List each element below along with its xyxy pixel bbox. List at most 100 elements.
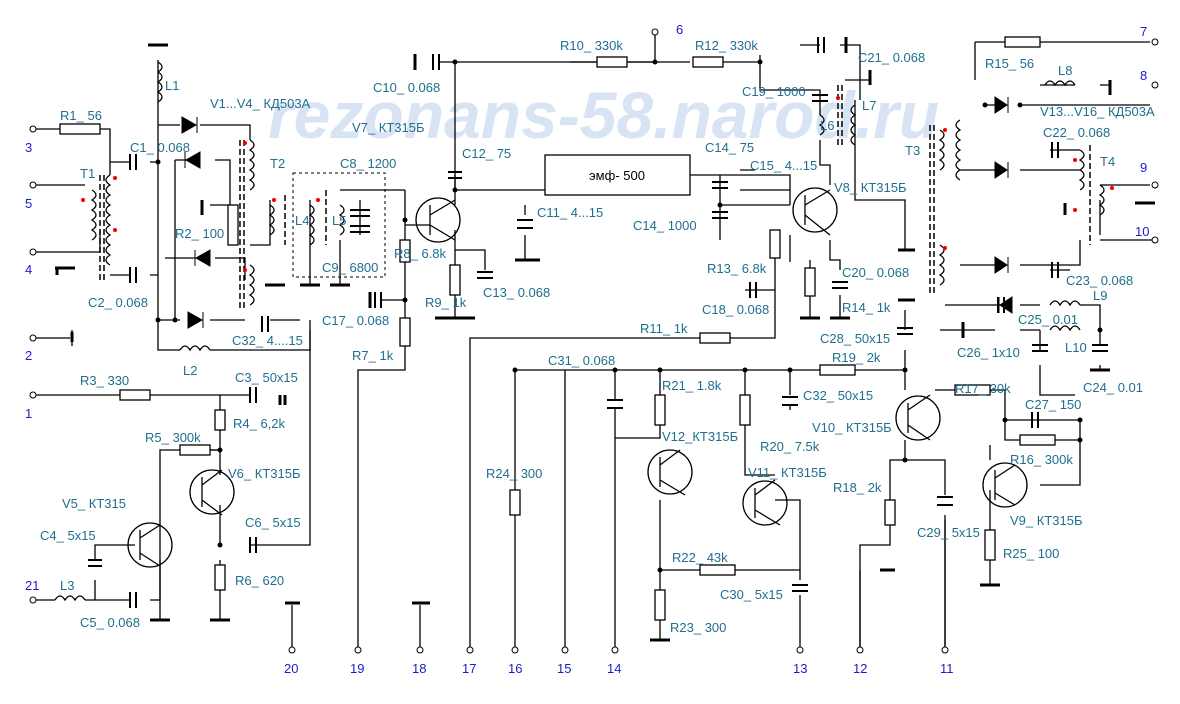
label-c21: C21_ 0.068 (858, 50, 925, 65)
pin-2: 2 (25, 348, 32, 363)
pin-11: 11 (940, 661, 954, 676)
emf-500-block (544, 154, 691, 196)
pin-3: 3 (25, 140, 32, 155)
transistor-v9 (982, 462, 1028, 508)
label-t4: T4 (1100, 154, 1115, 169)
pin-1: 1 (25, 406, 32, 421)
label-r1: R1_ 56 (60, 108, 102, 123)
label-v11: V11_ КТ315Б (748, 465, 827, 480)
label-r12: R12_ 330k (695, 38, 758, 53)
label-t3: T3 (905, 143, 920, 158)
label-r4: R4_ 6,2k (233, 416, 286, 431)
label-l1: L1 (165, 78, 179, 93)
label-r19: R19_ 2k (832, 350, 881, 365)
label-c27: C27_ 150 (1025, 397, 1081, 412)
label-t1: T1 (80, 166, 95, 181)
label-c6: C6_ 5x15 (245, 515, 301, 530)
label-r2: R2_ 100 (175, 226, 224, 241)
label-c15: C15_ 4...15 (750, 158, 817, 173)
pin-7: 7 (1140, 24, 1147, 39)
pin-5: 5 (25, 196, 32, 211)
label-v7: V7_ КТ315Б (352, 120, 424, 135)
label-r20: R20_ 7.5k (760, 439, 820, 454)
label-r24: R24_ 300 (486, 466, 542, 481)
winding-dots (81, 96, 1114, 272)
label-v9: V9_ КТ315Б (1010, 513, 1082, 528)
pin-20: 20 (284, 661, 298, 676)
transformer-cores (99, 85, 1091, 310)
junction-dots (155, 59, 1103, 573)
label-r25: R25_ 100 (1003, 546, 1059, 561)
label-c20: C20_ 0.068 (842, 265, 909, 280)
label-l7: L7 (862, 98, 876, 113)
label-t2: T2 (270, 156, 285, 171)
label-c3: C3_ 50x15 (235, 370, 298, 385)
pin-8: 8 (1140, 68, 1147, 83)
label-c28: C28_ 50x15 (820, 331, 890, 346)
ground-symbols (55, 37, 1155, 642)
label-c17: C17_ 0.068 (322, 313, 389, 328)
label-v8: V8_ КТ315Б (834, 180, 906, 195)
label-r15: R15_ 56 (985, 56, 1034, 71)
pin-21: 21 (25, 578, 39, 593)
coils (54, 61, 1105, 602)
label-r18: R18_ 2k (833, 480, 882, 495)
transistor-v5 (127, 522, 173, 568)
pin-12: 12 (853, 661, 867, 676)
label-c1: C1_ 0.068 (130, 140, 190, 155)
label-c14-1000: C14_ 1000 (633, 218, 697, 233)
label-r3: R3_ 330 (80, 373, 129, 388)
label-c24: C24_ 0.01 (1083, 380, 1143, 395)
label-l6: L6 (820, 118, 834, 133)
label-c2: C2_ 0.068 (88, 295, 148, 310)
label-c23: C23_ 0.068 (1066, 273, 1133, 288)
label-c12: C12_ 75 (462, 146, 511, 161)
label-r5: R5_ 300k (145, 430, 201, 445)
label-r21: R21_ 1.8k (662, 378, 722, 393)
label-c25: C25_ 0.01 (1018, 312, 1078, 327)
label-r22: R22_ 43k (672, 550, 728, 565)
label-l5: L5 (332, 213, 346, 228)
pin-4: 4 (25, 262, 32, 277)
watermark: rezonans-58.narod.ru (268, 78, 939, 152)
label-c8: C8_ 1200 (340, 156, 396, 171)
capacitors (88, 37, 1108, 608)
label-v12: V12_КТ315Б (662, 429, 738, 444)
label-c32-elec: C32_ 50x15 (803, 388, 873, 403)
label-r23: R23_ 300 (670, 620, 726, 635)
label-v5: V5_ КТ315 (62, 496, 126, 511)
transistor-v10 (895, 395, 941, 441)
label-c4: C4_ 5x15 (40, 528, 96, 543)
pin-9: 9 (1140, 160, 1147, 175)
label-r7: R7_ 1k (352, 348, 394, 363)
label-l8: L8 (1058, 63, 1072, 78)
label-c29: C29_ 5x15 (917, 525, 980, 540)
pin-17: 17 (462, 661, 476, 676)
label-c19: C19_ 1000 (742, 84, 806, 99)
resistors (59, 36, 1056, 621)
label-r17: R17_ 30k (955, 381, 1011, 396)
label-l4: L4 (295, 213, 309, 228)
label-c13: C13_ 0.068 (483, 285, 550, 300)
label-v10: V10_ КТ315Б (812, 420, 892, 435)
label-r16: R16_ 300k (1010, 452, 1073, 467)
label-c32-trim: C32_ 4....15 (232, 333, 303, 348)
label-c30: C30_ 5x15 (720, 587, 783, 602)
label-c14-75: C14_ 75 (705, 140, 754, 155)
pin-16: 16 (508, 661, 522, 676)
label-c18: C18_ 0.068 (702, 302, 769, 317)
pin-10: 10 (1135, 224, 1149, 239)
label-c31: C31_ 0.068 (548, 353, 615, 368)
label-l10: L10 (1065, 340, 1087, 355)
label-c5: C5_ 0.068 (80, 615, 140, 630)
transistor-v6 (189, 469, 235, 515)
label-r8: R8_ 6.8k (394, 246, 447, 261)
pin-13: 13 (793, 661, 807, 676)
label-c11: C11_ 4...15 (537, 205, 603, 220)
label-l3: L3 (60, 578, 74, 593)
label-c26: C26_ 1x10 (957, 345, 1020, 360)
transistor-v7 (415, 197, 461, 243)
label-l2: L2 (183, 363, 197, 378)
label-r13: R13_ 6.8k (707, 261, 767, 276)
